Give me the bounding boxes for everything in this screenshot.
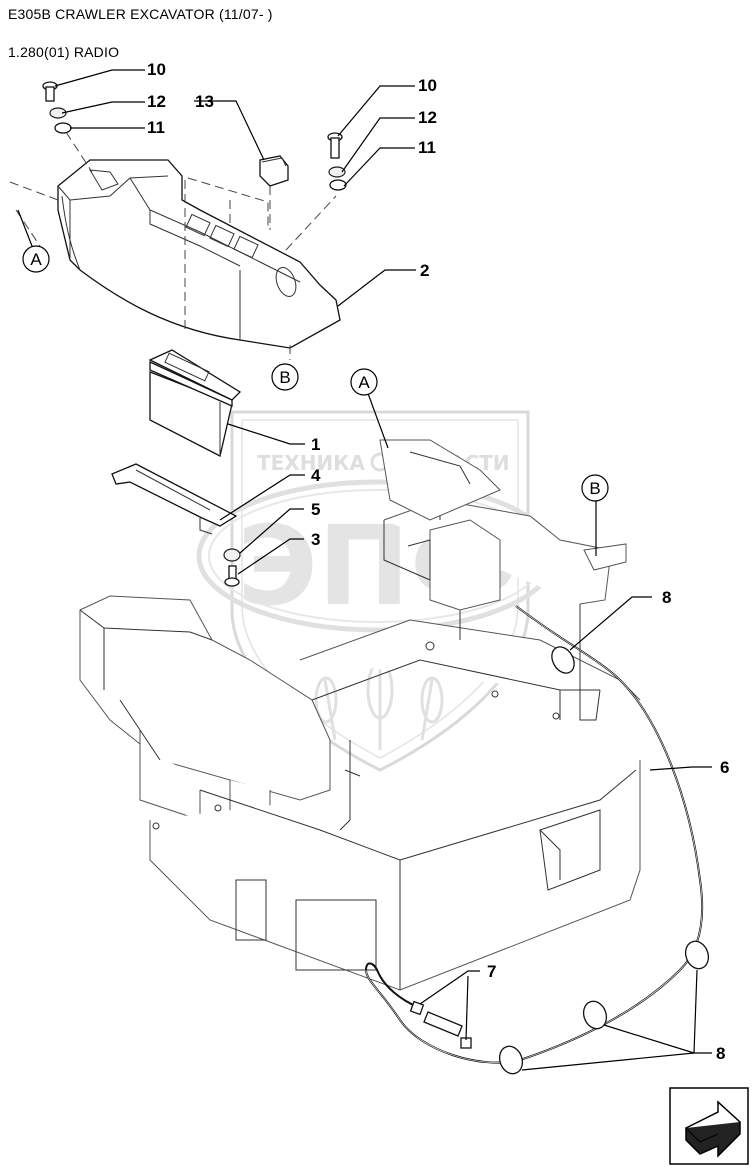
nut-5 (223, 548, 241, 562)
bolt-10-left (42, 81, 58, 102)
antenna-cable (364, 605, 710, 1075)
callout-4: 4 (311, 466, 321, 485)
bolt-10-right (327, 132, 343, 159)
washer-12-right (328, 166, 346, 178)
ref-marker-b: B (589, 479, 600, 498)
switch-13 (259, 155, 289, 187)
ref-marker-a: A (358, 373, 370, 392)
mounting-bracket (111, 463, 238, 535)
callout-11-left: 11 (147, 118, 165, 137)
callout-7: 7 (487, 962, 496, 981)
callout-10-left: 10 (147, 60, 166, 79)
callout-10-right: 10 (418, 76, 437, 95)
callout-12-right: 12 (418, 108, 437, 127)
washer-11-left (54, 122, 72, 134)
radio-unit (148, 349, 242, 457)
ref-marker-b: B (279, 368, 290, 387)
washer-11-right (329, 179, 347, 191)
cable-clip-8 (498, 1045, 524, 1075)
callout-2: 2 (420, 261, 429, 280)
watermark-text-1: ТЕХНИКА (257, 451, 366, 475)
callout-8-bottom: 8 (716, 1044, 725, 1063)
cable-clip-8 (684, 940, 710, 970)
callout-8-top: 8 (662, 588, 671, 607)
cable-clip-8 (582, 1000, 608, 1030)
wheat-icon (314, 660, 444, 750)
callout-13: 13 (195, 92, 214, 111)
callout-6: 6 (720, 758, 729, 777)
callout-3: 3 (311, 530, 320, 549)
washer-12-left (49, 107, 67, 119)
reference-markers: A B A B (22, 245, 609, 502)
screw-3 (224, 565, 240, 587)
leader-lines (17, 69, 712, 1071)
cab-frame (79, 439, 641, 991)
callout-1: 1 (311, 435, 320, 454)
next-page-arrow-icon[interactable] (669, 1087, 749, 1165)
ref-marker-a: A (30, 250, 42, 269)
callout-5: 5 (311, 500, 320, 519)
page-subtitle: 1.280(01) RADIO (8, 44, 120, 60)
callout-11-right: 11 (418, 138, 436, 157)
page-title: E305B CRAWLER EXCAVATOR (11/07- ) (8, 6, 273, 22)
cable-clip-8 (551, 646, 575, 674)
callout-labels: 10 12 11 13 10 12 11 2 1 4 5 3 8 6 7 8 (147, 60, 729, 1063)
console-housing (57, 159, 341, 349)
callout-12-left: 12 (147, 92, 166, 111)
connector-7 (409, 1000, 472, 1049)
